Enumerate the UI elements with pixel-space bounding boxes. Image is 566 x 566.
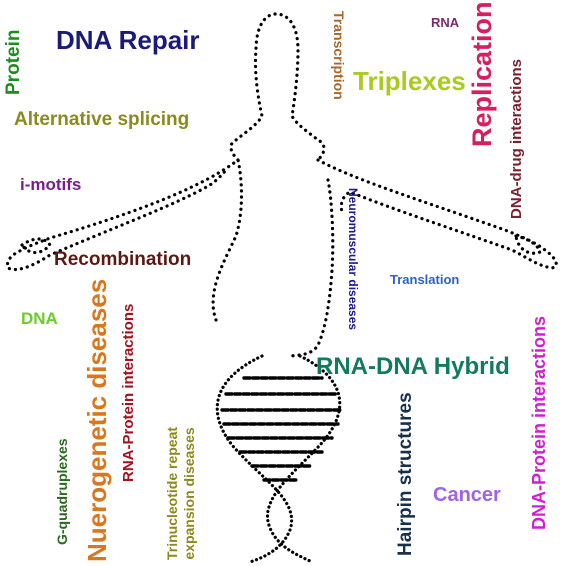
body-outline (5, 157, 244, 322)
label-rna-protein-interactions: RNA-Protein interactions (120, 303, 137, 482)
right-torso-outline (288, 178, 335, 358)
label-trinucleotide-repeat-expansion: Trinucleotide repeat expansion diseases (164, 427, 198, 560)
label-i-motifs: i-motifs (20, 175, 82, 194)
label-neurogenetic-diseases: Nuerogenetic diseases (82, 278, 112, 562)
left-hand-detail (19, 237, 53, 255)
label-cancer: Cancer (433, 484, 501, 506)
dna-strand-a (215, 354, 294, 564)
label-translation: Translation (390, 272, 460, 287)
label-g-quadruplexes: G-quadruplexes (54, 438, 70, 545)
trinucleotide-line-1: Trinucleotide repeat (164, 426, 180, 560)
dna-rungs (220, 376, 342, 482)
label-rna-dna-hybrid: RNA-DNA Hybrid (316, 353, 510, 380)
dna-strand-b (266, 354, 342, 564)
label-transcription: Transcription (331, 11, 347, 100)
label-hairpin-structures: Hairpin structures (395, 392, 416, 556)
right-arm-outline (316, 158, 558, 270)
label-rna: RNA (431, 15, 460, 30)
trinucleotide-line-2: expansion diseases (180, 427, 197, 560)
label-protein: Protein (3, 29, 24, 95)
label-dna-protein-interactions: DNA-Protein interactions (529, 315, 549, 530)
label-recombination: Recombination (54, 249, 192, 270)
label-dna: DNA (21, 309, 58, 328)
right-hand-detail (514, 233, 542, 255)
shoulders-head-outline (229, 12, 326, 162)
label-alternative-splicing: Alternative splicing (14, 109, 190, 130)
label-triplexes: Triplexes (353, 66, 466, 96)
label-replication: Replication (467, 1, 497, 147)
label-neuromuscular-diseases: Neuromuscular diseases (346, 188, 360, 331)
label-dna-drug-interactions: DNA-drug interactions (508, 58, 525, 219)
label-dna-repair: DNA Repair (56, 25, 200, 55)
